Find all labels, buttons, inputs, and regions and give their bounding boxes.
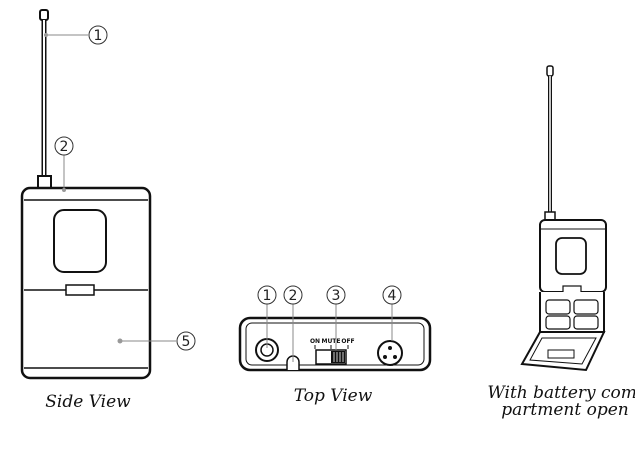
callout-side-1 — [88, 25, 108, 45]
open-window — [555, 237, 587, 275]
callout-top-4-label: 4 — [388, 288, 397, 304]
callout-top-1-label: 1 — [263, 288, 272, 304]
callout-side-5-label: 5 — [182, 334, 191, 350]
callout-top-1 — [257, 285, 277, 305]
battery-2 — [573, 299, 599, 315]
caption-side-view: Side View — [45, 392, 131, 412]
side-antenna — [39, 9, 49, 21]
switch-mute-label: MUTE — [321, 338, 340, 345]
callout-side-2 — [54, 136, 74, 156]
side-window — [53, 209, 107, 273]
callout-top-3-label: 3 — [332, 288, 341, 304]
callout-top-4 — [382, 285, 402, 305]
side-latch — [65, 284, 95, 296]
top-mic-connector — [377, 340, 403, 366]
caption-battery-line1: With battery com- — [487, 383, 635, 403]
callout-top-3 — [326, 285, 346, 305]
battery-1 — [545, 299, 571, 315]
battery-open-view: With battery com- partment open — [487, 65, 635, 420]
callout-side-1-label: 1 — [94, 28, 103, 44]
side-view: 1 2 5 Side View — [20, 9, 196, 412]
top-view: ON MUTE OFF 1 2 3 4 Top View — [238, 285, 432, 406]
switch-off-label: OFF — [341, 338, 354, 345]
callout-side-2-label: 2 — [60, 139, 69, 155]
caption-top-view: Top View — [294, 386, 373, 406]
caption-battery-line2: partment open — [501, 400, 628, 420]
switch-on-label: ON — [310, 338, 320, 345]
callout-top-2 — [283, 285, 303, 305]
callout-side-5 — [176, 331, 196, 351]
callout-top-2-label: 2 — [289, 288, 298, 304]
